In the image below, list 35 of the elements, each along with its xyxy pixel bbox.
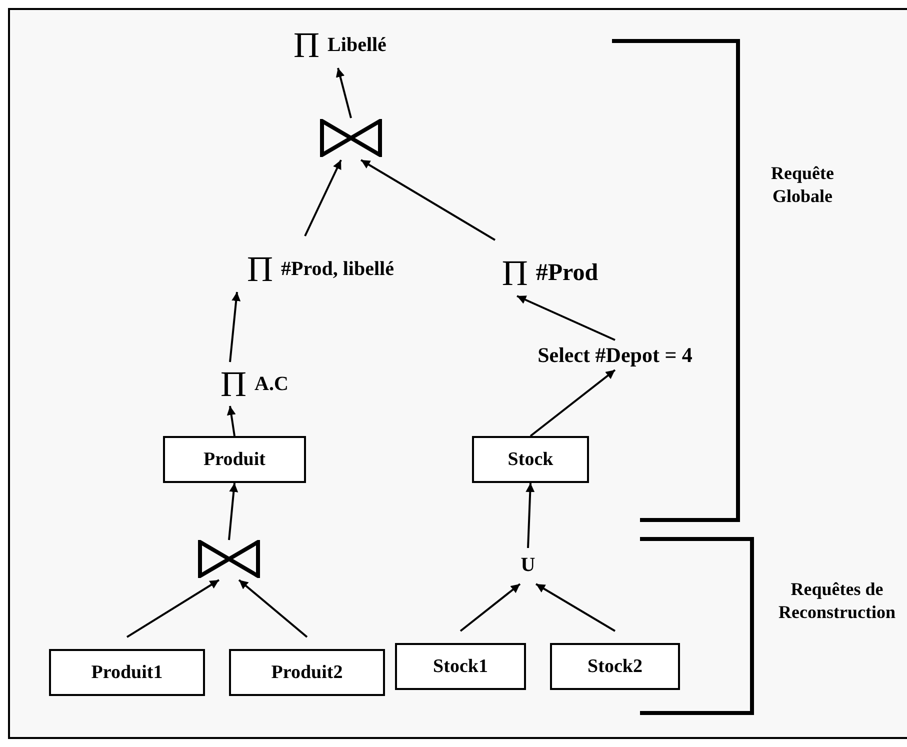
relation-name: Stock1 <box>433 656 488 678</box>
relation-box <box>395 643 526 690</box>
relation-name: Stock <box>508 448 554 470</box>
arrow <box>530 369 616 437</box>
arrow <box>360 159 496 241</box>
relation-name: Produit2 <box>271 662 343 684</box>
projection-symbol: Π <box>247 251 274 287</box>
projection-symbol: Π <box>294 27 320 63</box>
projection-symbol: Π <box>220 366 247 402</box>
operator-label: #Prod, libellé <box>281 258 394 280</box>
operator-label: A.C <box>254 372 288 396</box>
relation-box <box>550 643 680 690</box>
operator-label: #Prod <box>536 260 598 286</box>
relation-name: Produit1 <box>91 662 163 684</box>
bracket-label: Requête Globale <box>770 162 835 208</box>
relation-name: Stock2 <box>588 656 642 678</box>
operator-label: Libellé <box>328 34 386 56</box>
relation-name: Produit <box>204 448 266 470</box>
arrow <box>535 583 616 632</box>
relation-box <box>163 436 306 483</box>
bracket-label: Requêtes de Reconstruction <box>778 578 896 624</box>
operator-label: Select #Depot = 4 <box>538 342 692 368</box>
projection-symbol: Π <box>502 255 528 291</box>
arrow <box>526 482 535 548</box>
arrow <box>238 579 308 638</box>
arrow <box>226 406 236 436</box>
relation-box <box>229 649 385 696</box>
arrow <box>460 583 521 632</box>
relation-box <box>49 649 205 696</box>
arrow <box>304 160 342 236</box>
arrow <box>126 579 220 638</box>
operator-label: U <box>520 554 536 576</box>
arrow <box>229 292 241 362</box>
relation-box <box>472 436 589 483</box>
arrow <box>516 295 616 341</box>
